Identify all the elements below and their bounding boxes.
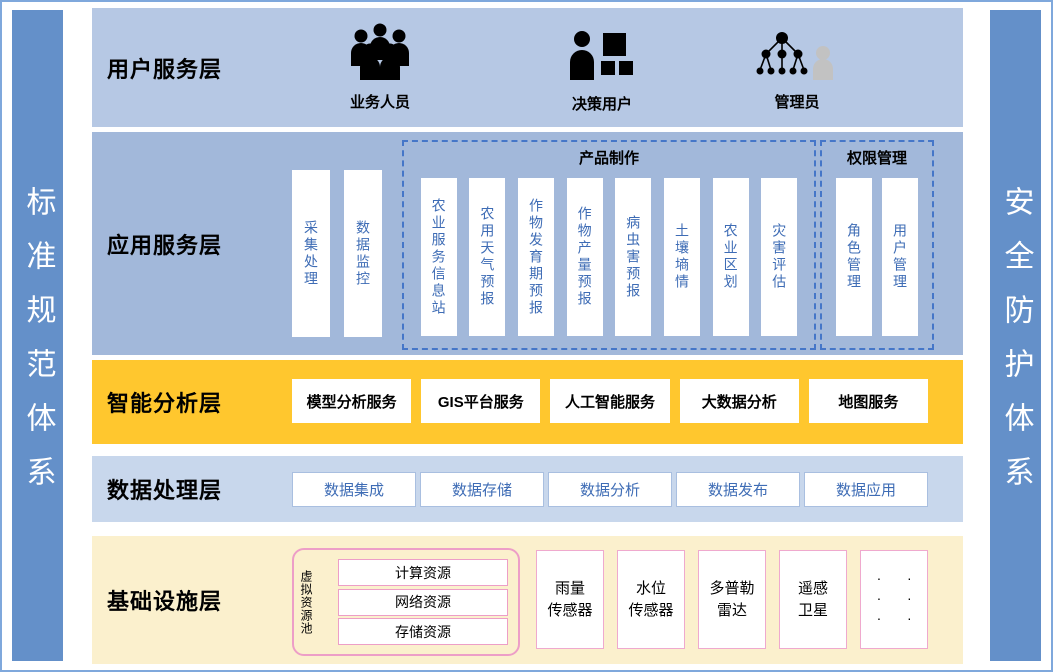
standards-system-label: 标准规范体系 xyxy=(21,185,55,510)
app-card-data-monitoring: 数据监控 xyxy=(344,170,382,337)
device-more-ellipsis: ··· ··· xyxy=(860,550,928,649)
product-production-title: 产品制作 xyxy=(578,150,639,167)
app-card-crop-yield-forecast: 作物产量预报 xyxy=(566,178,603,336)
user-group-business: 业务人员 xyxy=(340,20,420,112)
analysis-card-model-service: 模型分析服务 xyxy=(292,379,412,423)
decision-users-label: 决策用户 xyxy=(571,96,632,113)
device-text-line: 卫星 xyxy=(797,601,828,619)
user-service-layer-label: 用户服务层 xyxy=(107,56,223,82)
resource-storage: 存储资源 xyxy=(338,618,508,645)
device-text-line: 遥感 xyxy=(797,579,828,597)
standards-system-bar: 标准规范体系 xyxy=(12,10,63,661)
data-card-publishing: 数据发布 xyxy=(676,472,800,507)
user-group-admin: 管理员 xyxy=(756,30,838,112)
admin-hierarchy-icon xyxy=(756,30,838,87)
app-card-text: 作物发育期预报 xyxy=(527,197,544,317)
app-card-agri-service-station: 农业服务信息站 xyxy=(420,178,457,336)
security-system-bar: 安全防护体系 xyxy=(990,10,1041,661)
permission-management-cards: 角色管理 用户管理 xyxy=(826,178,928,336)
analysis-card-gis-platform: GIS平台服务 xyxy=(421,379,541,423)
infrastructure-layer-label: 基础设施层 xyxy=(107,589,223,614)
app-card-agri-zoning: 农业区划 xyxy=(712,178,749,336)
app-card-text: 角色管理 xyxy=(846,223,862,291)
intelligent-analysis-layer: 智能分析层 模型分析服务 GIS平台服务 人工智能服务 大数据分析 地图服务 xyxy=(92,360,963,444)
resource-compute: 计算资源 xyxy=(338,559,508,586)
resource-network: 网络资源 xyxy=(338,588,508,616)
app-card-text: 灾害评估 xyxy=(771,223,788,291)
app-card-collection-processing: 采集处理 xyxy=(292,170,330,337)
app-card-role-management: 角色管理 xyxy=(836,178,872,336)
device-text-line: 传感器 xyxy=(547,601,593,619)
app-card-text: 采集处理 xyxy=(303,219,319,288)
infrastructure-layer: 基础设施层 虚拟资源池 计算资源 网络资源 存储资源 雨量 传感器 水位 传感器… xyxy=(92,536,963,664)
analysis-card-big-data: 大数据分析 xyxy=(679,379,799,423)
ellipsis-dots: ··· xyxy=(871,569,887,630)
app-card-text: 作物产量预报 xyxy=(576,206,593,308)
device-text-line: 传感器 xyxy=(628,601,674,619)
security-system-label: 安全防护体系 xyxy=(999,185,1033,510)
data-card-application: 数据应用 xyxy=(804,472,928,507)
app-card-text: 农业区划 xyxy=(722,223,739,291)
virtual-resource-pool-label-wrap: 虚拟资源池 xyxy=(299,550,313,654)
ellipsis-dots: ··· xyxy=(901,569,918,630)
user-group-decision: 决策用户 xyxy=(567,28,637,114)
virtual-resource-pool-label: 虚拟资源池 xyxy=(299,569,313,635)
business-users-label: 业务人员 xyxy=(349,94,410,111)
app-card-user-management: 用户管理 xyxy=(882,178,918,336)
user-service-layer: 用户服务层 业务人员 xyxy=(92,8,963,127)
data-processing-layer: 数据处理层 数据集成 数据存储 数据分析 数据发布 数据应用 xyxy=(92,456,963,522)
device-doppler-radar: 多普勒 雷达 xyxy=(698,550,766,649)
device-remote-sensing-satellite: 遥感 卫星 xyxy=(779,550,847,649)
data-card-integration: 数据集成 xyxy=(292,472,416,507)
analysis-cards: 模型分析服务 GIS平台服务 人工智能服务 大数据分析 地图服务 xyxy=(292,379,929,423)
device-text-line: 多普勒 xyxy=(709,579,755,597)
intelligent-analysis-layer-label: 智能分析层 xyxy=(107,391,223,416)
app-card-crop-growth-forecast: 作物发育期预报 xyxy=(517,178,554,336)
app-card-text: 农用天气预报 xyxy=(479,206,496,308)
app-card-soil-moisture: 土壤墒情 xyxy=(663,178,700,336)
product-production-cards: 农业服务信息站 农用天气预报 作物发育期预报 作物产量预报 病虫害预报 土壤墒情… xyxy=(408,178,810,336)
app-card-pest-forecast: 病虫害预报 xyxy=(615,178,652,336)
product-production-group: 产品制作 农业服务信息站 农用天气预报 作物发育期预报 作物产量预报 病虫害预报… xyxy=(402,140,816,350)
analysis-card-map-service: 地图服务 xyxy=(808,379,929,423)
application-service-layer-label: 应用服务层 xyxy=(107,232,223,258)
device-text-line: 雨量 xyxy=(554,579,585,597)
app-card-text: 农业服务信息站 xyxy=(430,197,447,317)
data-card-analysis: 数据分析 xyxy=(548,472,672,507)
device-text-line: 水位 xyxy=(635,579,666,597)
app-card-text: 数据监控 xyxy=(355,219,371,288)
data-card-storage: 数据存储 xyxy=(420,472,544,507)
device-cards: 雨量 传感器 水位 传感器 多普勒 雷达 遥感 卫星 ··· ··· xyxy=(536,550,928,649)
permission-management-group: 权限管理 角色管理 用户管理 xyxy=(820,140,934,350)
app-card-text: 土壤墒情 xyxy=(673,223,690,291)
virtual-resource-pool: 虚拟资源池 计算资源 网络资源 存储资源 xyxy=(292,548,520,656)
permission-management-title: 权限管理 xyxy=(846,150,907,167)
analysis-card-ai-service: 人工智能服务 xyxy=(550,379,670,423)
virtual-resource-pool-items: 计算资源 网络资源 存储资源 xyxy=(338,559,508,645)
device-rain-sensor: 雨量 传感器 xyxy=(536,550,604,649)
device-water-level-sensor: 水位 传感器 xyxy=(617,550,685,649)
app-card-agri-weather-forecast: 农用天气预报 xyxy=(469,178,506,336)
business-users-icon xyxy=(340,20,420,87)
app-card-text: 病虫害预报 xyxy=(625,214,642,300)
device-text-line: 雷达 xyxy=(716,601,747,619)
data-cards: 数据集成 数据存储 数据分析 数据发布 数据应用 xyxy=(292,472,928,507)
decision-user-icon xyxy=(567,28,637,89)
application-service-layer: 应用服务层 采集处理 数据监控 产品制作 农业服务信息站 农用天气预报 作物发育… xyxy=(92,132,963,355)
data-processing-layer-label: 数据处理层 xyxy=(107,478,223,503)
admin-label: 管理员 xyxy=(774,94,820,111)
app-card-text: 用户管理 xyxy=(892,223,908,291)
app-card-disaster-assessment: 灾害评估 xyxy=(761,178,798,336)
